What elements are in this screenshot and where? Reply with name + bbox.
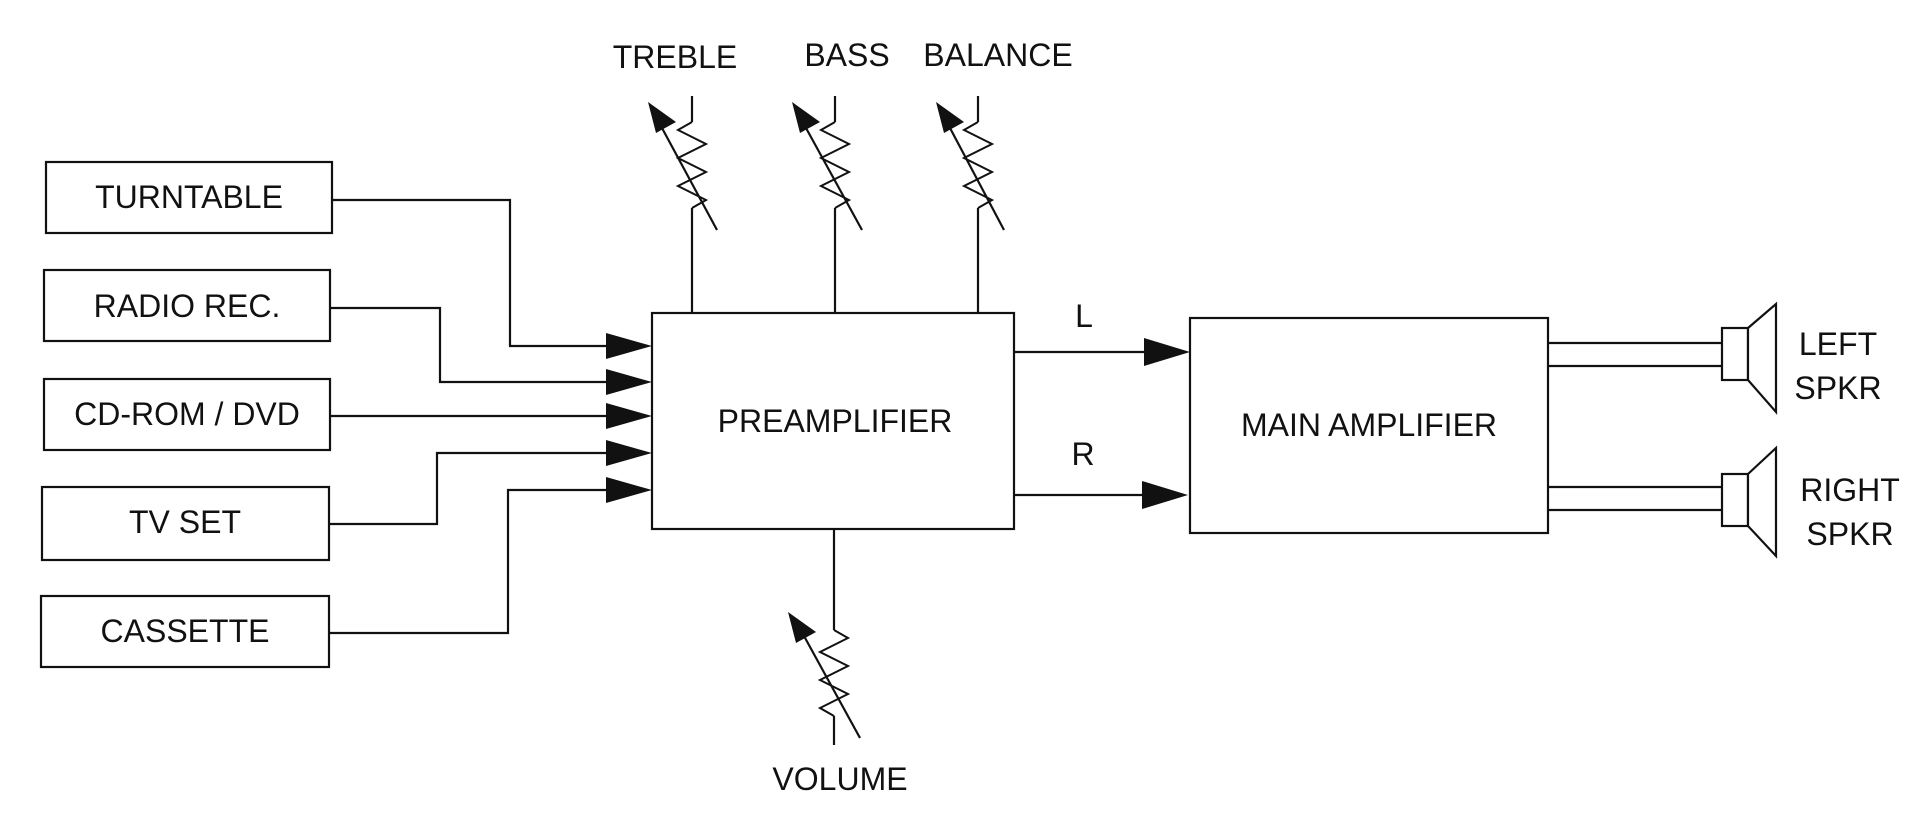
input-tv-set: TV SET <box>40 485 331 562</box>
main-amplifier-label: MAIN AMPLIFIER <box>1241 407 1497 443</box>
wire-turntable <box>332 198 606 348</box>
right-channel-label: R <box>1071 436 1094 472</box>
balance-control: BALANCE <box>923 37 1073 313</box>
preamplifier-label: PREAMPLIFIER <box>718 403 953 439</box>
right-speaker-icon <box>1720 445 1778 559</box>
arrowhead-turntable <box>606 333 652 359</box>
input-cassette: CASSETTE <box>39 594 331 669</box>
main-amplifier-block: MAIN AMPLIFIER <box>1188 316 1550 535</box>
left-channel-label: L <box>1075 298 1093 334</box>
input-cd-rom-dvd: CD-ROM / DVD <box>42 377 332 452</box>
volume-control: VOLUME <box>772 529 908 797</box>
wire-radio-rec <box>330 306 606 384</box>
right-speaker-label-line1: RIGHT <box>1800 472 1900 508</box>
volume-label: VOLUME <box>772 761 907 797</box>
input-cassette-label: CASSETTE <box>101 613 270 649</box>
balance-label: BALANCE <box>923 37 1072 73</box>
input-tv-set-label: TV SET <box>129 504 241 540</box>
input-radio-rec: RADIO REC. <box>42 268 332 343</box>
wire-tv-set <box>329 451 606 526</box>
bass-label: BASS <box>804 37 889 73</box>
left-speaker-label-line2: SPKR <box>1794 370 1881 406</box>
right-speaker-label-line2: SPKR <box>1806 516 1893 552</box>
arrowhead-cassette <box>606 477 652 503</box>
arrowhead-cd-rom-dvd <box>606 403 652 429</box>
left-speaker-icon <box>1720 301 1778 415</box>
preamplifier-block: PREAMPLIFIER <box>650 311 1016 531</box>
treble-label: TREBLE <box>613 39 737 75</box>
bass-control: BASS <box>792 37 890 313</box>
left-speaker-label-line1: LEFT <box>1799 326 1877 362</box>
input-cd-rom-dvd-label: CD-ROM / DVD <box>74 396 300 432</box>
arrowhead-tv-set <box>606 440 652 466</box>
input-turntable-label: TURNTABLE <box>95 179 283 215</box>
input-turntable: TURNTABLE <box>44 160 334 235</box>
input-radio-rec-label: RADIO REC. <box>94 288 281 324</box>
treble-control: TREBLE <box>613 39 737 313</box>
arrowhead-right-channel <box>1142 481 1188 509</box>
arrowhead-radio-rec <box>606 369 652 395</box>
wire-cassette <box>329 488 606 635</box>
arrowhead-left-channel <box>1144 338 1190 366</box>
